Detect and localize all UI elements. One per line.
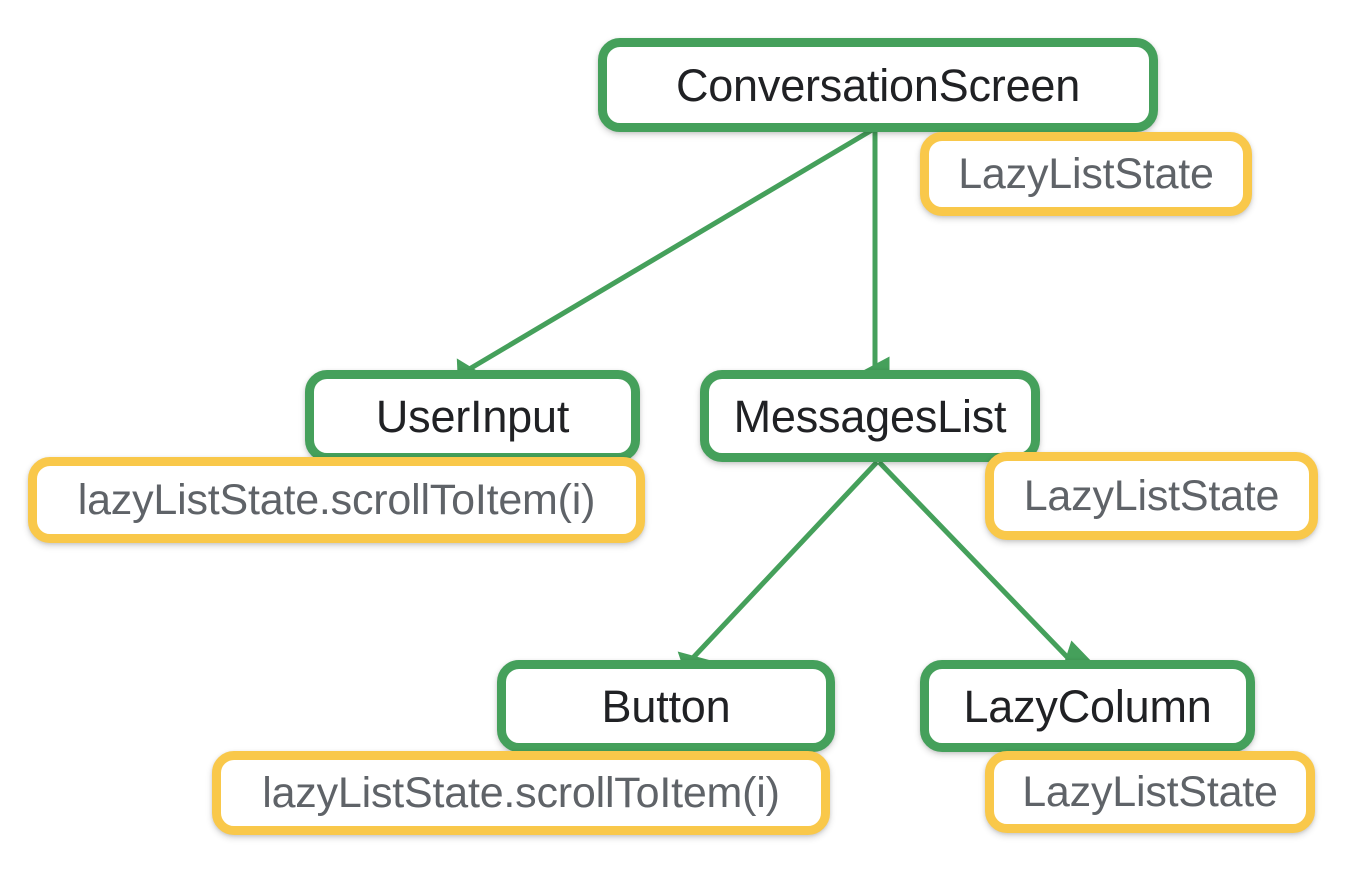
node-conversation-screen-state-label: LazyListState: [958, 149, 1214, 198]
node-button-label: Button: [601, 680, 731, 732]
node-user-input-label: UserInput: [375, 390, 570, 442]
node-button-state[interactable]: lazyListState.scrollToItem(i): [212, 751, 830, 835]
edge-messageslist-to-button: [677, 460, 879, 684]
node-user-input-state-label: lazyListState.scrollToItem(i): [77, 475, 596, 524]
node-user-input[interactable]: UserInput: [305, 370, 640, 462]
node-lazy-column-state-label: LazyListState: [1022, 767, 1278, 816]
node-lazy-column[interactable]: LazyColumn: [920, 660, 1255, 752]
node-messages-list-state[interactable]: LazyListState: [985, 452, 1318, 540]
node-lazy-column-label: LazyColumn: [963, 680, 1212, 732]
node-messages-list-state-label: LazyListState: [1023, 471, 1280, 520]
edge-conversation-to-userinput: [456, 127, 874, 393]
node-conversation-screen-state[interactable]: LazyListState: [920, 132, 1252, 216]
node-button[interactable]: Button: [497, 660, 835, 752]
node-messages-list[interactable]: MessagesList: [700, 370, 1040, 462]
node-messages-list-label: MessagesList: [733, 390, 1007, 442]
node-button-state-label: lazyListState.scrollToItem(i): [262, 768, 780, 817]
node-conversation-screen-label: ConversationScreen: [675, 59, 1081, 111]
node-user-input-state[interactable]: lazyListState.scrollToItem(i): [28, 457, 645, 543]
node-lazy-column-state[interactable]: LazyListState: [985, 751, 1315, 833]
node-conversation-screen[interactable]: ConversationScreen: [598, 38, 1158, 132]
